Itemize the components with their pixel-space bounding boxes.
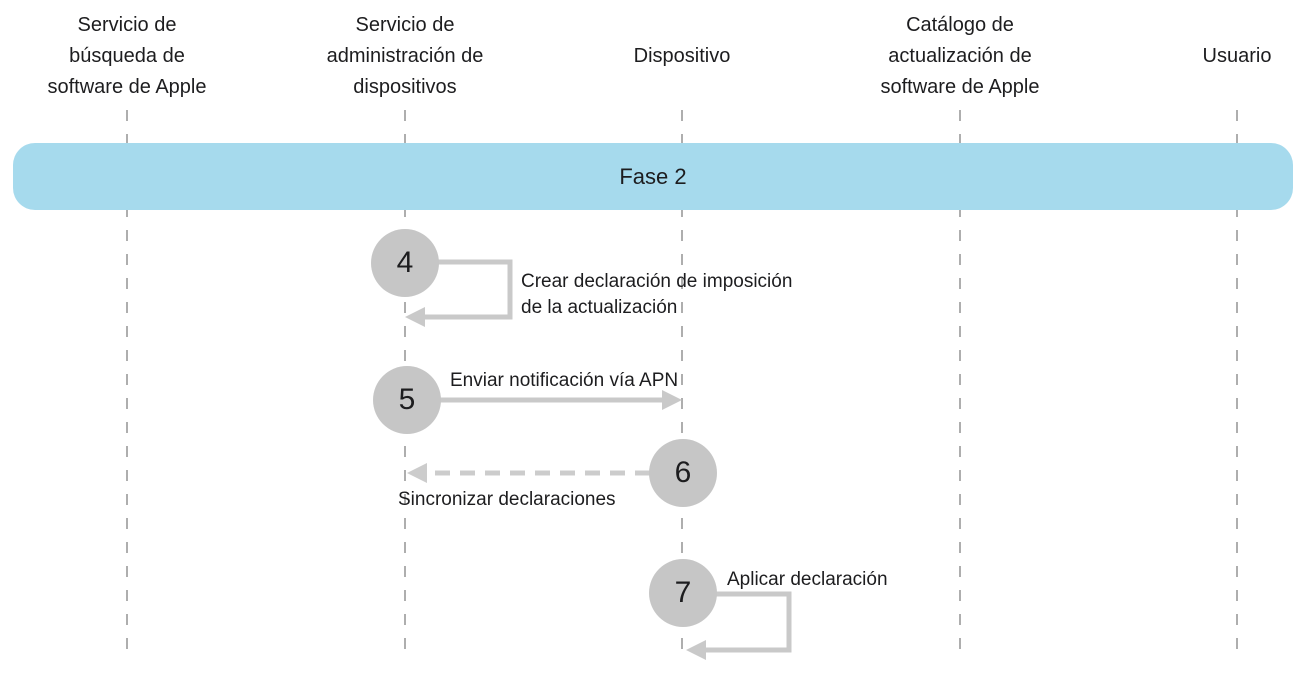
phase-banner-label: Fase 2 — [619, 163, 687, 189]
lifeline-apple-software-lookup-service — [126, 110, 128, 655]
lifeline-apple-software-update-catalog — [959, 110, 961, 655]
actor-header-apple-software-lookup-service: Servicio de búsqueda de software de Appl… — [47, 13, 207, 98]
step-circle-4: 4 — [371, 229, 439, 297]
step-label-5: Enviar notificación vía APN — [450, 370, 679, 391]
actor-header-device-management-service: Servicio de administración de dispositiv… — [326, 13, 484, 98]
step-label-4: Crear declaración de imposición de la ac… — [521, 271, 793, 318]
dashed-message-arrow-step-6 — [407, 463, 650, 483]
step-label-6: Sincronizar declaraciones — [398, 489, 616, 510]
actor-header-user: Usuario — [1202, 44, 1272, 67]
step-label-7: Aplicar declaración — [727, 569, 888, 590]
lifeline-device — [681, 110, 683, 655]
step-circle-7: 7 — [649, 559, 717, 627]
step-circle-6: 6 — [649, 439, 717, 507]
lifeline-user — [1236, 110, 1238, 655]
actor-header-device: Dispositivo — [633, 44, 731, 67]
phase-banner: Fase 2 — [13, 143, 1293, 210]
step-circle-5: 5 — [373, 366, 441, 434]
actor-header-apple-software-update-catalog: Catálogo de actualización de software de… — [880, 13, 1040, 98]
